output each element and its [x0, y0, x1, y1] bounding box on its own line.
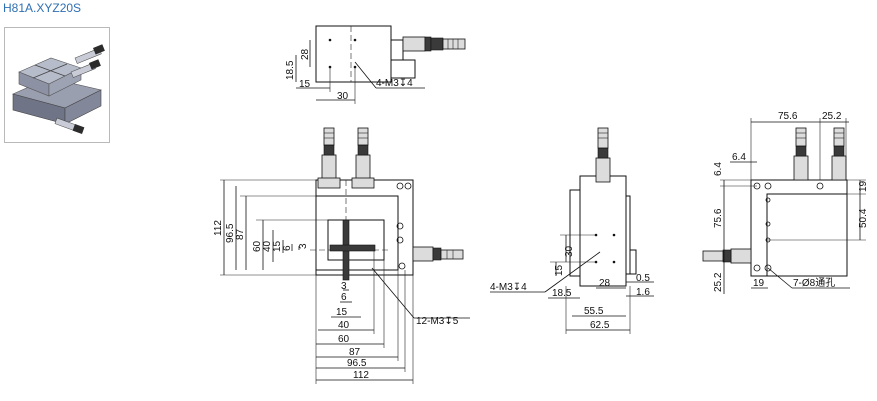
front-view: 112 96.5 87 60 40 15 6 3 3 6 15 40 60 87… — [213, 127, 470, 384]
side-view: 30 15 18.5 28 0.5 1.6 55.5 62.5 4-M3↧4 — [490, 127, 654, 334]
front-hdim-3: 3 — [341, 281, 347, 292]
right-dim-19-h: 19 — [753, 278, 765, 289]
right-dim-75-6-v: 75.6 — [713, 208, 724, 228]
front-hdim-15: 15 — [336, 307, 348, 318]
front-hdim-112: 112 — [353, 370, 369, 381]
front-hdim-96-5: 96.5 — [347, 358, 367, 369]
front-hdim-40: 40 — [338, 320, 350, 331]
front-hdim-87: 87 — [349, 347, 361, 358]
front-hdim-60: 60 — [338, 334, 350, 345]
top-dim-30: 30 — [337, 91, 349, 102]
right-dim-25-2-top: 25.2 — [822, 111, 842, 122]
top-dim-28: 28 — [300, 48, 311, 60]
right-note-thru-holes: 7-Ø8通孔 — [793, 277, 835, 289]
front-vdim-112: 112 — [213, 220, 224, 236]
stage-3d-image — [12, 44, 105, 134]
right-dim-75-6-top: 75.6 — [778, 111, 798, 122]
right-dim-25-2-v: 25.2 — [713, 272, 724, 292]
front-vdim-60: 60 — [252, 240, 263, 252]
model-title: H81A.XYZ20S — [3, 1, 82, 15]
front-vdim-40: 40 — [262, 240, 273, 252]
front-vdim-6: 6 — [282, 245, 293, 251]
right-view: 75.6 25.2 6.4 6.4 75.6 19 50.4 25.2 19 7… — [702, 111, 869, 294]
side-dim-18-5: 18.5 — [552, 288, 572, 299]
side-note-holes: 4-M3↧4 — [490, 282, 527, 293]
side-dim-0-5: 0.5 — [636, 273, 650, 284]
right-dim-6-4-h: 6.4 — [732, 152, 746, 163]
side-dim-62-5: 62.5 — [590, 320, 610, 331]
right-dim-50-4-v: 50.4 — [858, 208, 869, 228]
top-dim-18-5: 18.5 — [285, 60, 296, 80]
top-view: 28 18.5 15 30 4-M3↧4 — [285, 25, 466, 104]
top-dim-15: 15 — [299, 79, 311, 90]
side-dim-15: 15 — [554, 264, 565, 276]
side-dim-55-5: 55.5 — [584, 306, 604, 317]
front-note-holes: 12-M3↧5 — [416, 316, 459, 327]
side-dim-1-6: 1.6 — [636, 287, 650, 298]
front-vdim-15: 15 — [272, 240, 283, 252]
front-vdim-87: 87 — [235, 228, 246, 240]
product-thumbnail[interactable] — [4, 27, 110, 143]
front-hdim-6: 6 — [341, 292, 347, 303]
top-note-holes: 4-M3↧4 — [376, 78, 413, 89]
right-dim-19-v: 19 — [858, 180, 869, 192]
side-dim-28: 28 — [599, 278, 611, 289]
side-dim-30: 30 — [564, 245, 575, 257]
right-dim-6-4-v: 6.4 — [713, 162, 724, 176]
front-vdim-96-5: 96.5 — [225, 223, 236, 243]
front-vdim-3: 3 — [298, 243, 309, 249]
